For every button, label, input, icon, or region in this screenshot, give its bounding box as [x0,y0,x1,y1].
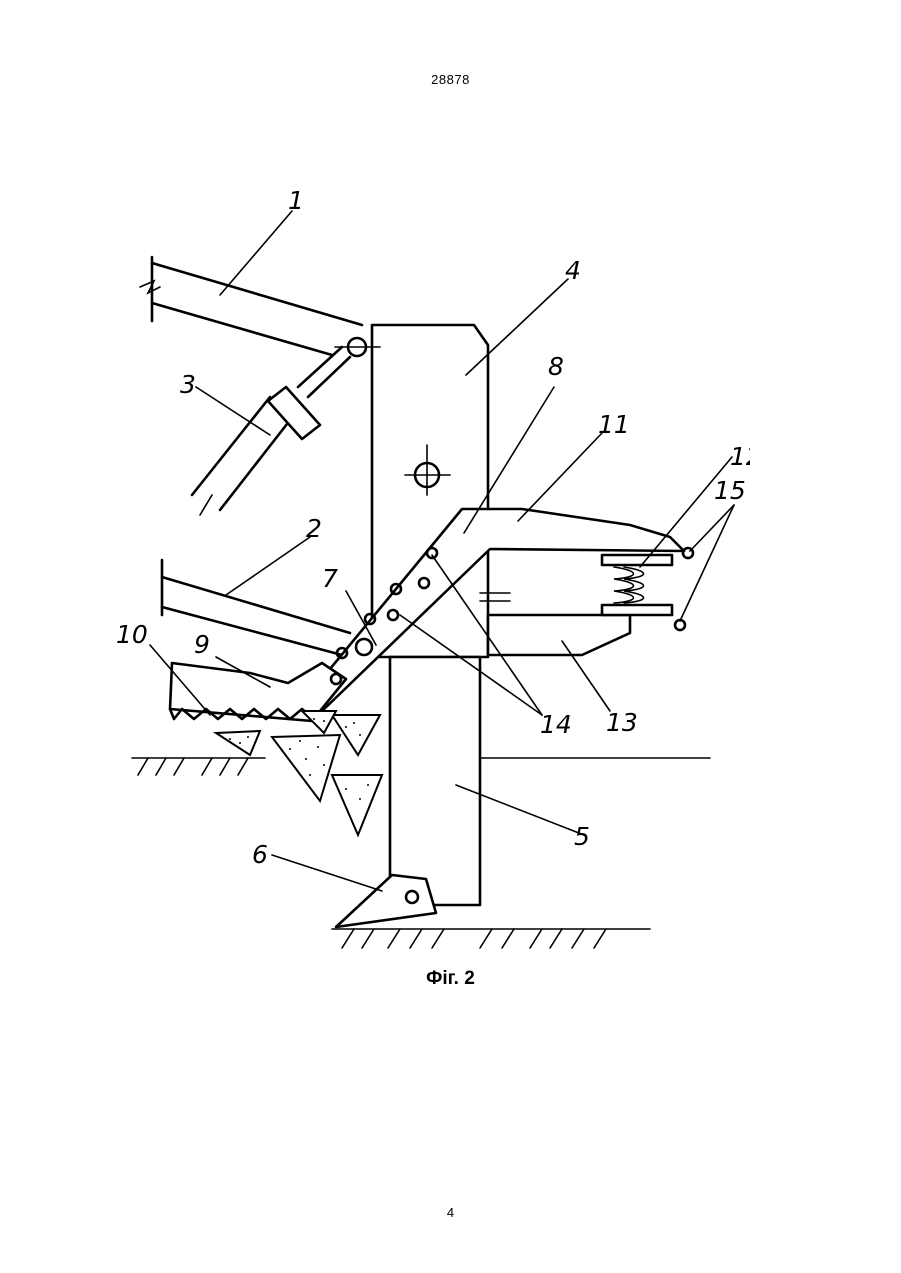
callout-2: 2 [306,514,322,543]
page-number: 4 [0,1205,901,1220]
figure-caption: Фіг. 2 [0,968,901,990]
chisel-6 [336,875,436,927]
soil-clods [216,711,382,835]
callout-10: 10 [116,620,148,649]
callout-3: 3 [180,370,196,399]
callout-13: 13 [606,708,638,737]
callout-5: 5 [574,822,590,851]
upper-link-1 [140,257,362,355]
callout-6: 6 [252,840,268,869]
hydraulic-cylinder-3 [192,347,350,515]
document-number: 28878 [0,72,901,87]
technical-drawing: 1 2 3 4 5 6 7 8 9 10 11 12 13 14 15 [110,175,750,965]
callout-12: 12 [730,442,750,471]
callout-11: 11 [598,410,630,439]
drawing-canvas: 1 2 3 4 5 6 7 8 9 10 11 12 13 14 15 [110,175,750,965]
callout-15: 15 [714,476,746,505]
callout-8: 8 [548,352,564,381]
callout-14: 14 [540,710,572,739]
ground-hatching-upper [138,758,248,775]
ground-hatching-lower [342,929,606,948]
callout-7: 7 [322,564,338,593]
bracket-13 [480,593,630,655]
callout-1: 1 [288,186,304,215]
callout-9: 9 [194,630,210,659]
callout-4: 4 [565,256,581,285]
shank-5 [390,657,480,905]
